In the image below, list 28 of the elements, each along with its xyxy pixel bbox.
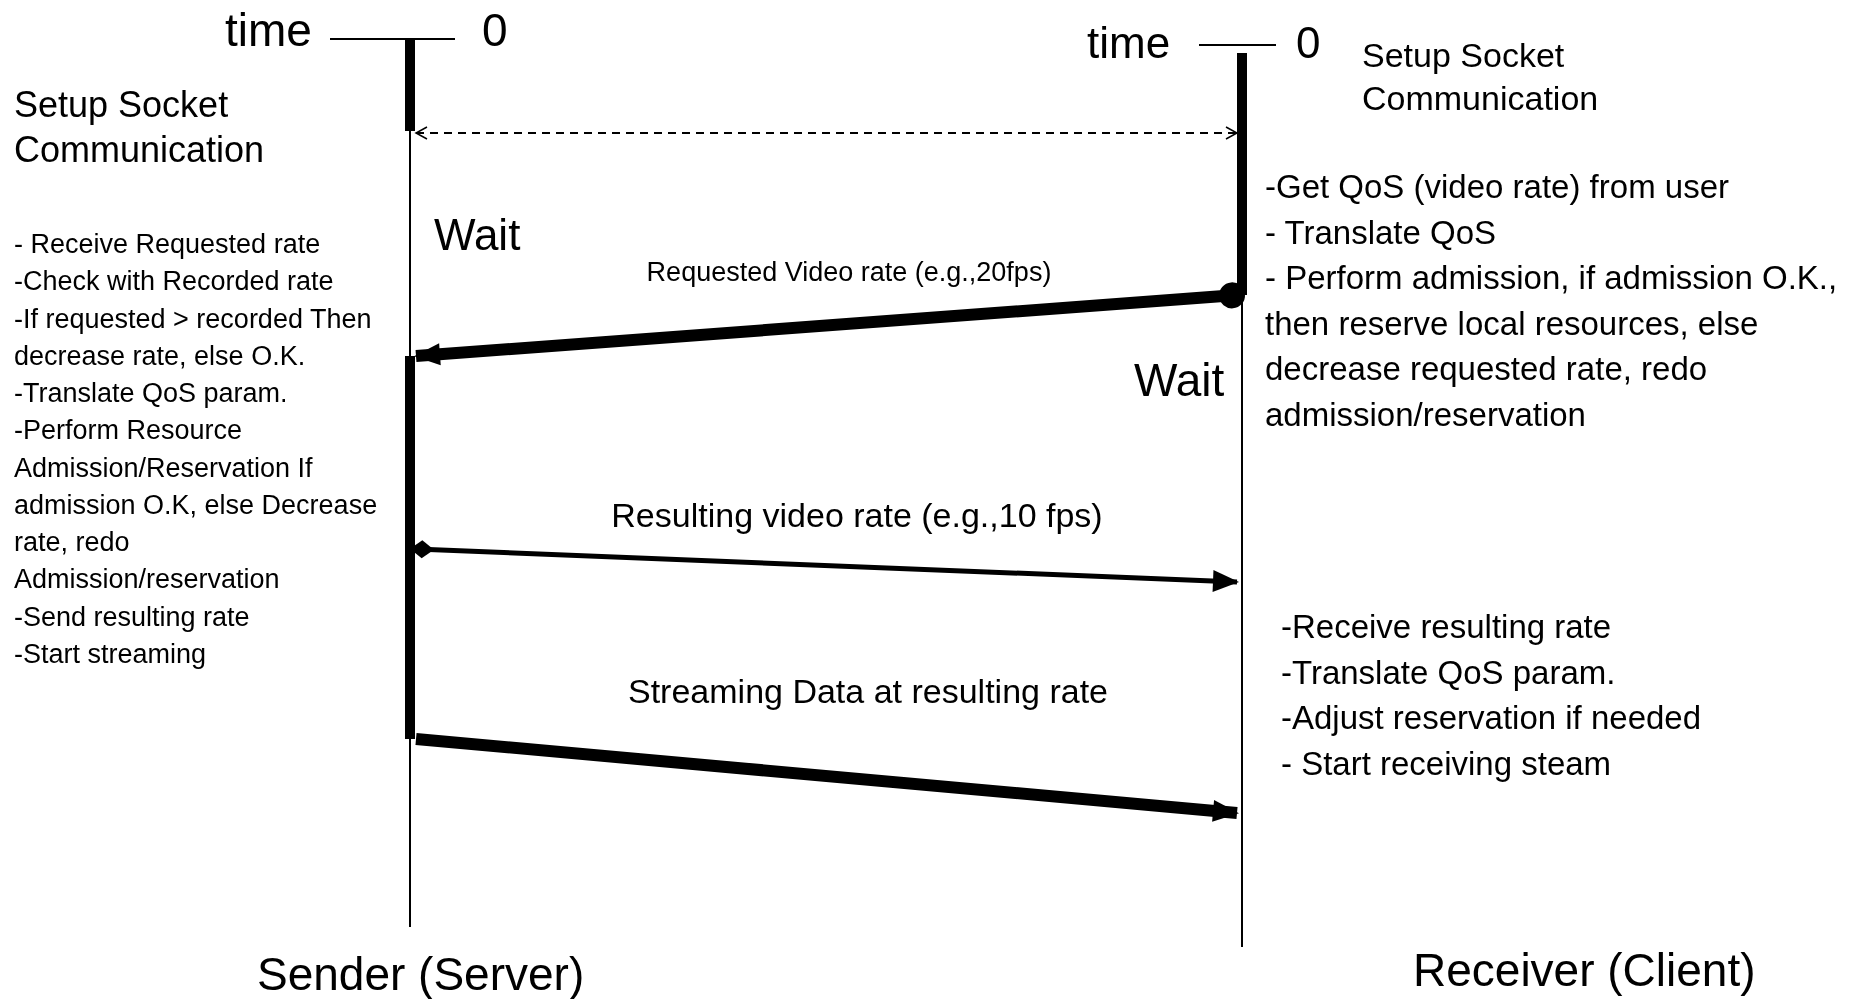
lifeline-caption: Receiver (Client) bbox=[1413, 946, 1756, 995]
time-zero-label: 0 bbox=[1296, 20, 1321, 67]
step-note: - Perform admission, if admission O.K., then reserve local resources, else decrease requested rate, redo admission/reservation bbox=[1265, 258, 1839, 435]
state-label: Wait bbox=[1134, 356, 1225, 405]
arrow bbox=[415, 733, 1239, 822]
step-note: -Send resulting rate bbox=[14, 600, 250, 634]
step-note: - Start receiving steam bbox=[1281, 743, 1612, 784]
step-note: -Perform Resource Admission/Reservation If admission O.K, else Decrease rate, redo Admission/reservation bbox=[14, 414, 379, 597]
step-note: -Check with Recorded rate bbox=[14, 265, 334, 299]
step-note: -Translate QoS param. bbox=[14, 377, 288, 410]
step-note: -Get QoS (video rate) from user bbox=[1265, 167, 1729, 207]
step-note: -Receive resulting rate bbox=[1281, 607, 1612, 647]
step-note: Setup Socket Communication bbox=[1362, 35, 1600, 119]
time-label: time bbox=[225, 6, 312, 55]
lifeline bbox=[1236, 53, 1248, 947]
time-label: time bbox=[1087, 20, 1171, 67]
lifeline bbox=[404, 39, 416, 927]
state-label: Wait bbox=[434, 212, 521, 259]
step-note: -Translate QoS param. bbox=[1281, 652, 1616, 693]
dashed-arrow bbox=[415, 126, 1238, 140]
arrow bbox=[414, 282, 1245, 366]
step-note: - Receive Requested rate bbox=[14, 228, 321, 261]
step-note: - Translate QoS bbox=[1265, 212, 1497, 253]
step-note: -If requested > recorded Then decrease rate, else O.K. bbox=[14, 302, 373, 373]
step-note: -Adjust reservation if needed bbox=[1281, 698, 1702, 739]
time-zero-label: 0 bbox=[482, 6, 508, 55]
step-note: Setup Socket Communication bbox=[14, 83, 266, 172]
step-note: -Start streaming bbox=[14, 637, 207, 671]
